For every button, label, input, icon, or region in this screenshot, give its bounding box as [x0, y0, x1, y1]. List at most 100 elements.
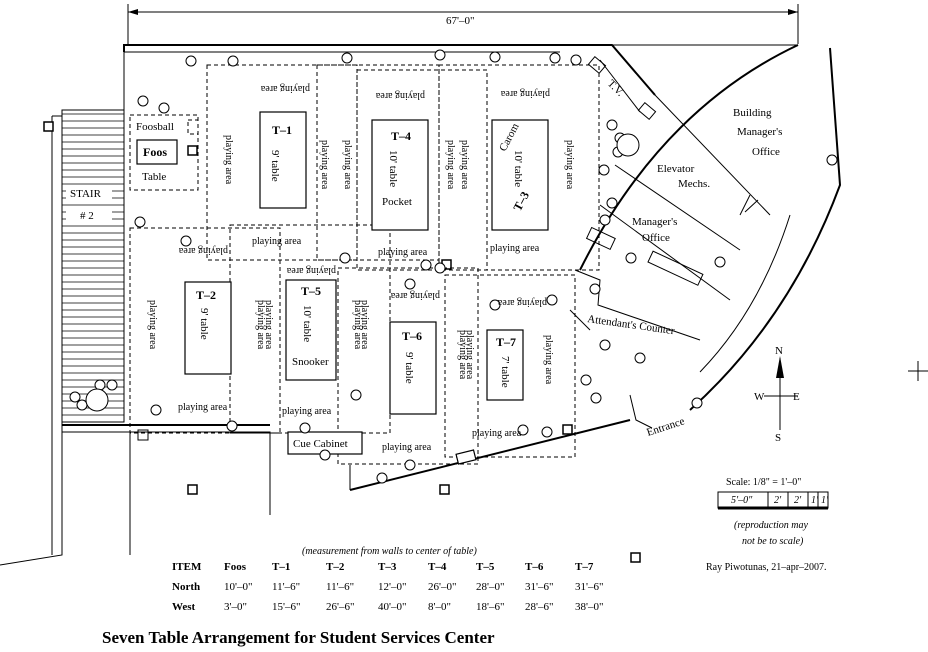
- measurement-cell: 3'–0": [224, 601, 247, 613]
- playing-area-label: playing area: [178, 402, 228, 413]
- chair: [714, 256, 726, 268]
- measurement-cell: 11'–6": [272, 581, 300, 593]
- scale-seg-3: 2': [794, 495, 802, 506]
- measurement-cell: 31'–6": [575, 581, 603, 593]
- chair: [69, 391, 81, 403]
- t1-id: T–1: [272, 123, 292, 137]
- chair: [404, 278, 416, 290]
- cue-cabinet-label: Cue Cabinet: [293, 438, 348, 450]
- stair-number: # 2: [80, 210, 94, 222]
- playing-area-label: playing area: [564, 140, 575, 190]
- playing-area-label: playing area: [457, 330, 468, 380]
- building-manager-line3: Office: [752, 146, 780, 158]
- building-manager-line1: Building: [733, 107, 772, 119]
- playing-area-label: playing area: [500, 88, 550, 99]
- scale-seg-4: 1': [811, 495, 819, 506]
- chair: [420, 259, 432, 271]
- chair: [590, 392, 602, 404]
- table-t6: [389, 321, 437, 415]
- table-t1: [259, 111, 307, 209]
- t4-id: T–4: [391, 129, 411, 143]
- chair: [489, 51, 501, 63]
- chair: [350, 389, 362, 401]
- measurement-table: (measurement from walls to center of tab…: [172, 546, 603, 613]
- foosball-label: Foosball: [136, 121, 174, 133]
- table-note: (measurement from walls to center of tab…: [302, 546, 477, 557]
- t2-size: 9' table: [198, 308, 210, 340]
- playing-area-label: playing area: [223, 135, 234, 185]
- chair: [691, 397, 703, 409]
- scale-seg-1: 5'–0": [731, 495, 753, 506]
- overall-dimension: 67'–0": [127, 4, 799, 44]
- compass-s: S: [775, 432, 781, 444]
- tv-label: T.V.: [605, 78, 626, 99]
- t7-id: T–7: [496, 335, 516, 349]
- chair: [599, 214, 611, 226]
- stair: STAIR # 2: [61, 109, 125, 423]
- chair: [158, 102, 170, 114]
- chair: [546, 294, 558, 306]
- chair: [549, 52, 561, 64]
- table-t7: [486, 329, 524, 401]
- measurement-header: T–4: [428, 561, 447, 573]
- playing-area-label: playing area: [497, 297, 547, 308]
- foos-table-word: Table: [142, 171, 166, 183]
- scale-seg-5: 1': [821, 495, 829, 506]
- scale-note-2: not be to scale): [742, 536, 804, 547]
- measurement-cell: 11'–6": [326, 581, 354, 593]
- t3-size: 10' table: [512, 150, 524, 187]
- chair: [106, 379, 118, 391]
- foos-label: Foos: [143, 145, 167, 159]
- chair: [180, 235, 192, 247]
- playing-area-label: playing area: [382, 442, 432, 453]
- t6-size: 9' table: [403, 352, 415, 384]
- chair: [606, 119, 618, 131]
- foosball-table: [136, 139, 178, 165]
- measurement-cell: 28'–0": [476, 581, 504, 593]
- playing-area-label: playing area: [359, 300, 370, 350]
- playing-area-label: playing area: [319, 140, 330, 190]
- measurement-cell: 40'–0": [378, 601, 406, 613]
- t6-id: T–6: [402, 329, 422, 343]
- compass-w: W: [754, 391, 765, 403]
- compass-e: E: [793, 391, 800, 403]
- lounge-table: [85, 388, 109, 412]
- chair: [134, 216, 146, 228]
- measurement-cell: 38'–0": [575, 601, 603, 613]
- chair: [94, 379, 106, 391]
- chairs: [69, 49, 838, 484]
- columns: [43, 121, 641, 563]
- playing-area-label: playing area: [260, 83, 310, 94]
- chair: [339, 252, 351, 264]
- measurement-cell: 8'–0": [428, 601, 451, 613]
- playing-area-label: playing area: [178, 245, 228, 256]
- scale-seg-2: 2': [774, 495, 782, 506]
- measurement-cell: 15'–6": [272, 601, 300, 613]
- elevator-line2: Mechs.: [678, 178, 710, 190]
- table-labels: T–1 9' table T–4 10' table Pocket Carom …: [196, 121, 532, 450]
- t5-id: T–5: [301, 284, 321, 298]
- chair: [341, 52, 353, 64]
- playing-area-label: playing area: [263, 300, 274, 350]
- page-title: Seven Table Arrangement for Student Serv…: [102, 628, 495, 647]
- measurement-cell: 18'–6": [476, 601, 504, 613]
- chair: [227, 55, 239, 67]
- scale-note-1: (reproduction may: [734, 520, 809, 531]
- table-t2: [184, 281, 232, 375]
- playing-area-label: playing area: [352, 300, 363, 350]
- dimension-label: 67'–0": [446, 15, 474, 27]
- chair: [150, 404, 162, 416]
- measurement-header: T–3: [378, 561, 397, 573]
- t7-size: 7' table: [499, 356, 511, 388]
- manager-office-line2: Office: [642, 232, 670, 244]
- building-manager-line2: Manager's: [737, 126, 782, 138]
- t1-size: 9' table: [269, 150, 281, 182]
- chair: [606, 197, 618, 209]
- measurement-header: T–1: [272, 561, 290, 573]
- playing-area-label: playing area: [375, 90, 425, 101]
- compass-n: N: [775, 345, 783, 357]
- playing-area-label: playing area: [459, 140, 470, 190]
- playing-area-label: playing area: [464, 330, 475, 380]
- chair: [826, 154, 838, 166]
